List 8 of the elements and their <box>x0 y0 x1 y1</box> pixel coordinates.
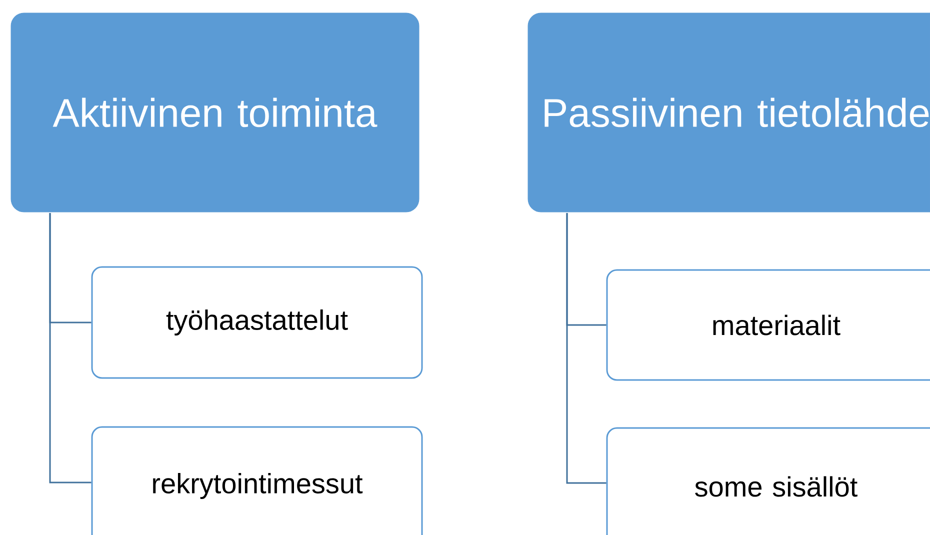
connector-line <box>566 213 606 484</box>
connector-line <box>49 213 92 484</box>
item-box: työhaastattelut <box>91 266 423 379</box>
heading-box: Passiivinen tietolähde <box>526 11 930 214</box>
item-box: materiaalit <box>606 269 930 381</box>
item-box: some sisällöt <box>606 427 930 535</box>
item-box: rekrytointimessut <box>91 426 423 535</box>
heading-box: Aktiivinen toiminta <box>9 11 421 214</box>
